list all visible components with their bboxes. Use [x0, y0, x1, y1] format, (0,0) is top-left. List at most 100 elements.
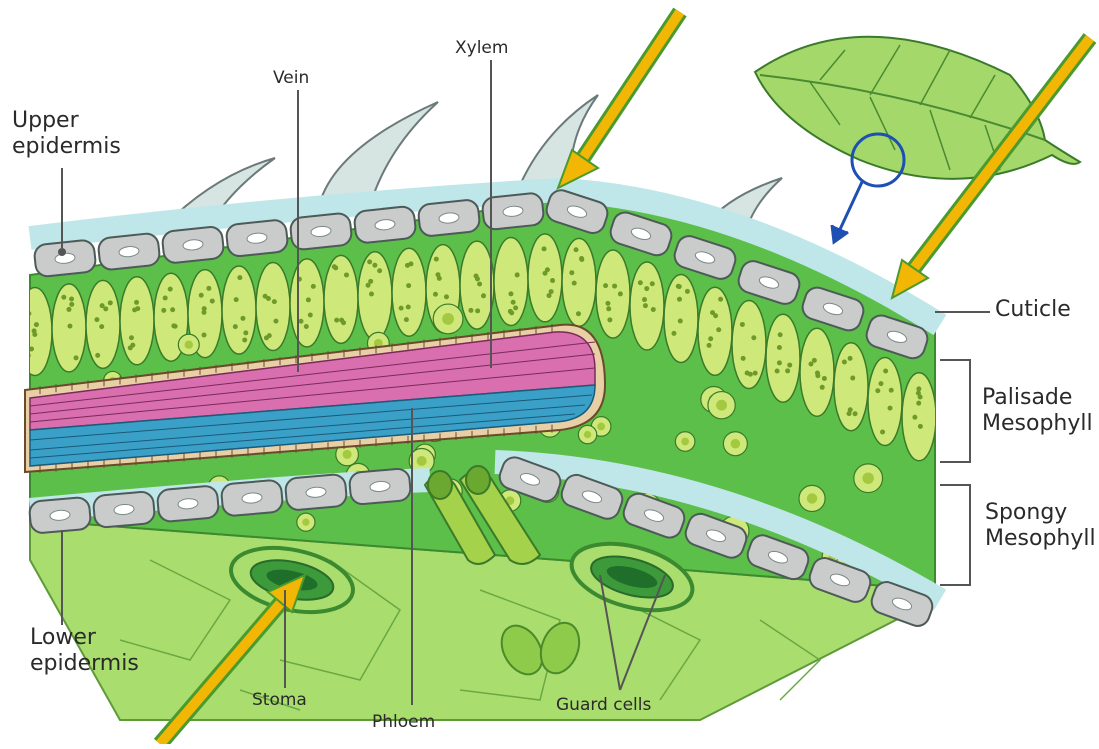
lower-epidermis-cell [157, 485, 220, 522]
chloroplast [777, 345, 782, 350]
chloroplast [210, 299, 215, 304]
chloroplast [468, 308, 473, 313]
chloroplast [377, 268, 382, 273]
chloroplast [273, 319, 278, 324]
chloroplast [508, 291, 513, 296]
palisade-cell [324, 255, 358, 343]
chloroplast [444, 294, 449, 299]
lower-epidermis-cell [93, 491, 156, 528]
upper-epidermis-cell [353, 206, 416, 244]
label-upper-epidermis: Upper epidermis [12, 108, 121, 161]
chloroplast [550, 278, 555, 283]
chloroplast [475, 276, 480, 281]
palisade-cell [494, 237, 528, 325]
palisade-cell [222, 266, 256, 354]
chloroplast [605, 301, 610, 306]
spongy-cell-core [681, 438, 689, 446]
chloroplast [99, 324, 104, 329]
chloroplast [168, 287, 173, 292]
chloroplast [74, 355, 79, 360]
palisade-cell [834, 343, 868, 431]
chloroplast [685, 289, 690, 294]
chloroplast [26, 311, 31, 316]
label-guard-cells: Guard cells [556, 695, 651, 715]
chloroplast [853, 411, 858, 416]
chloroplast [134, 300, 139, 305]
palisade-cell [902, 373, 936, 461]
spongy-cell [297, 513, 315, 531]
chloroplast [775, 368, 780, 373]
chloroplast [206, 286, 211, 291]
chloroplast [171, 323, 176, 328]
chloroplast [918, 394, 923, 399]
chloroplast [612, 284, 617, 289]
spongy-cell [178, 334, 199, 355]
chloroplast [889, 388, 894, 393]
spongy-cell-core [442, 313, 454, 325]
label-xylem: Xylem [455, 38, 508, 58]
chloroplast [435, 272, 440, 277]
chloroplast [434, 257, 439, 262]
chloroplast [199, 293, 204, 298]
palisade-cell [596, 250, 630, 338]
label-stoma: Stoma [252, 690, 307, 710]
chloroplast [26, 353, 31, 358]
spongy-cell-core [716, 400, 727, 411]
chloroplast [740, 322, 745, 327]
chloroplast [132, 307, 137, 312]
palisade-cell-body [324, 255, 358, 343]
chloroplast [883, 369, 888, 374]
chloroplast [367, 259, 372, 264]
chloroplast [405, 263, 410, 268]
chloroplast [304, 324, 309, 329]
chloroplast [606, 306, 611, 311]
spongy-cell-core [862, 472, 873, 483]
palisade-cell-body [902, 373, 936, 461]
chloroplast [240, 316, 245, 321]
chloroplast [163, 295, 168, 300]
chloroplast [66, 307, 71, 312]
lower-epidermis-cell [221, 479, 284, 516]
chloroplast [576, 311, 581, 316]
chloroplast [475, 308, 480, 313]
chloroplast [579, 257, 584, 262]
chloroplast [918, 424, 923, 429]
chloroplast [515, 272, 520, 277]
palisade-cell-body [766, 314, 800, 402]
palisade-cell [766, 314, 800, 402]
chloroplast [708, 336, 713, 341]
palisade-cell [256, 262, 290, 350]
chloroplast [95, 353, 100, 358]
chloroplast [916, 401, 921, 406]
chloroplast [878, 381, 883, 386]
palisade-cell-body [86, 280, 120, 368]
chloroplast [32, 328, 37, 333]
chloroplast [233, 324, 238, 329]
chloroplast [820, 385, 825, 390]
palisade-cell [358, 252, 392, 340]
label-phloem: Phloem [372, 712, 435, 732]
chloroplast [678, 318, 683, 323]
chloroplast [638, 280, 643, 285]
chloroplast [334, 318, 339, 323]
chloroplast [643, 303, 648, 308]
spongy-cell [799, 485, 825, 511]
chloroplast [161, 308, 166, 313]
palisade-cell [392, 248, 426, 336]
chloroplast [406, 283, 411, 288]
chloroplast [332, 264, 337, 269]
chloroplast [710, 310, 715, 315]
chloroplast [234, 297, 239, 302]
palisade-cell [664, 274, 698, 362]
palisade-cell [698, 287, 732, 375]
chloroplast [237, 275, 242, 280]
chloroplast [848, 407, 853, 412]
chloroplast [108, 300, 113, 305]
lower-epidermis-cell [349, 468, 412, 505]
upper-epidermis-cell [417, 199, 480, 237]
chloroplast [880, 430, 885, 435]
palisade-cell [800, 328, 834, 416]
chloroplast [202, 306, 207, 311]
upper-epidermis-cell [225, 219, 288, 257]
